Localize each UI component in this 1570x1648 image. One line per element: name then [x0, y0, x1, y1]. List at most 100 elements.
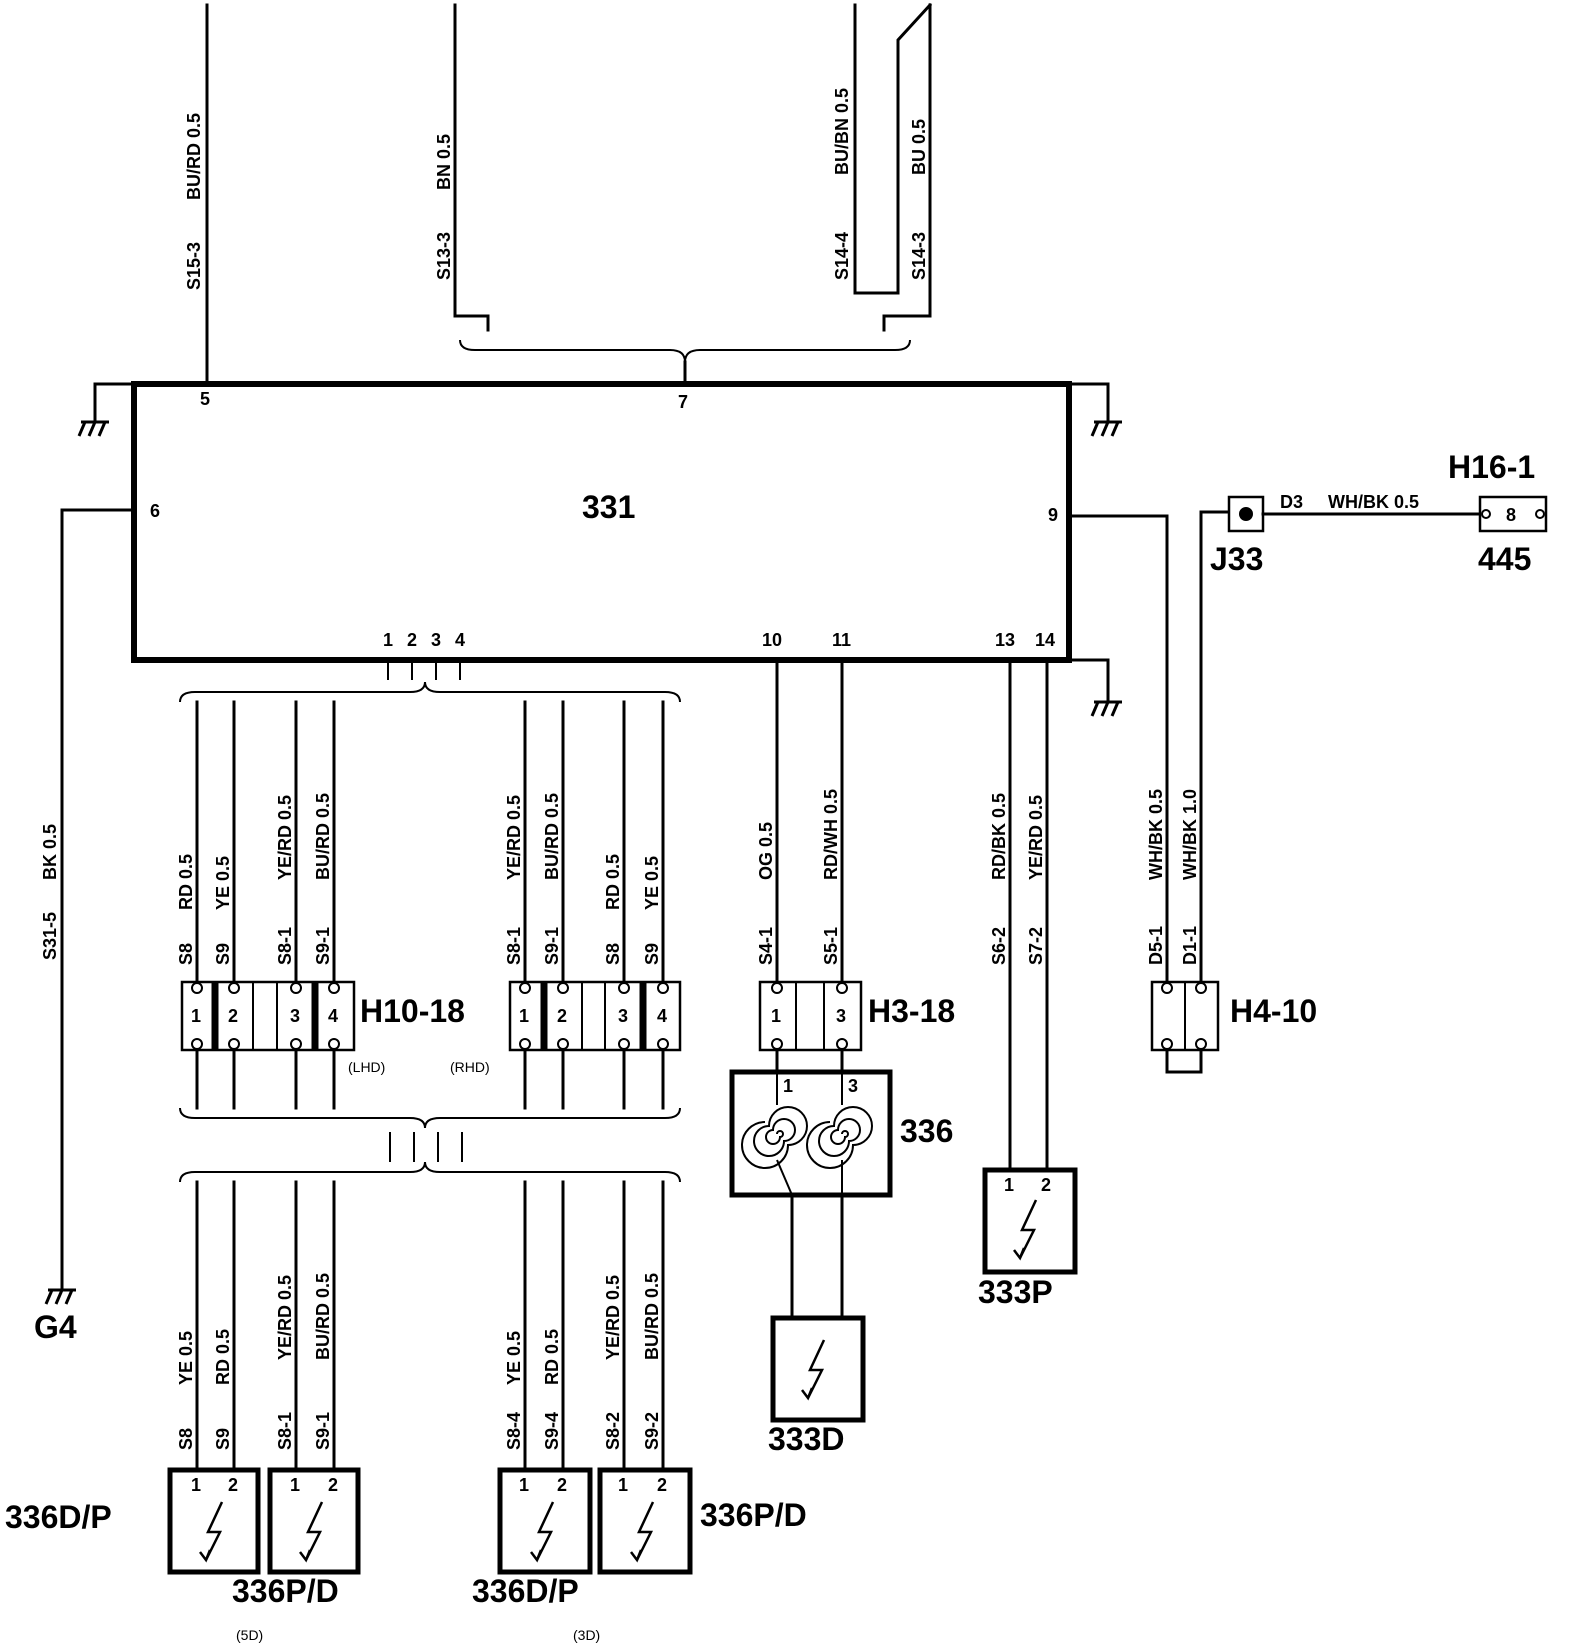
wire-label-s31-5-color: BK 0.5	[40, 824, 60, 880]
pin-dot	[1535, 509, 1545, 519]
wire-label-s13-3-pos: S13-3	[434, 232, 454, 280]
wire-label-3d-2-pos: S8-2	[603, 1412, 623, 1450]
wire-s13-3	[453, 3, 490, 332]
wire-label-d1-1-pos: D1-1	[1180, 926, 1200, 965]
wire-label-s14-3-color: BU 0.5	[909, 119, 929, 175]
ground-icon	[44, 1288, 78, 1306]
pin-dot	[1161, 1038, 1173, 1050]
wire-label-5d-3-color: BU/RD 0.5	[313, 1273, 333, 1360]
wire-label-5d-1-color: RD 0.5	[213, 1329, 233, 1385]
wire-label-lhd-0-color: RD 0.5	[176, 854, 196, 910]
wire-label-s7-2-pos: S7-2	[1026, 927, 1046, 965]
wire-label-rhd-0-color: YE/RD 0.5	[504, 795, 524, 880]
c333p-pin-1: 1	[1004, 1175, 1014, 1195]
pin-3d-4: 2	[657, 1475, 667, 1495]
c336-pin-1: 1	[783, 1076, 793, 1096]
wire-label-lhd-3-color: BU/RD 0.5	[313, 793, 333, 880]
ecu-pin-4: 4	[455, 630, 465, 650]
pin-dot	[1161, 982, 1173, 994]
h3-pin-3: 3	[836, 1006, 846, 1026]
wire-label-s15-3-pos: S15-3	[184, 242, 204, 290]
wire-label-s13-3-color: BN 0.5	[434, 134, 454, 190]
connector-h10-18-lhd	[180, 980, 356, 1052]
wire-label-s4-1-pos: S4-1	[756, 927, 776, 965]
h10-lhd-pin-4: 4	[328, 1006, 338, 1026]
wire-label-5d-1-pos: S9	[213, 1428, 233, 1450]
connector-label-h4-10: H4-10	[1230, 993, 1317, 1029]
connector-label-h10-18: H10-18	[360, 993, 465, 1029]
wire-label-5d-0-pos: S8	[176, 1428, 196, 1450]
pin-dot	[1481, 509, 1491, 519]
ecu-pin-2: 2	[407, 630, 417, 650]
component-label-333p: 333P	[978, 1274, 1053, 1310]
wire-label-3d-3-pos: S9-2	[642, 1412, 662, 1450]
wire-label-rhd-3-color: YE 0.5	[642, 856, 662, 910]
pin-dot	[1195, 1038, 1207, 1050]
pins-rhd	[519, 982, 669, 1050]
component-label-336dp-5d: 336D/P	[5, 1499, 112, 1535]
wire-label-rhd-1-color: BU/RD 0.5	[542, 793, 562, 880]
ecu-331-box	[131, 381, 1072, 663]
wire-label-5d-3-pos: S9-1	[313, 1412, 333, 1450]
wire-label-s5-1-color: RD/WH 0.5	[821, 789, 841, 880]
wire-h4-bridge	[1165, 1048, 1203, 1074]
component-333p	[982, 1167, 1078, 1275]
note-rhd: (RHD)	[450, 1059, 490, 1075]
wire-label-s6-2-color: RD/BK 0.5	[989, 793, 1009, 880]
wire-label-rhd-1-pos: S9-1	[542, 927, 562, 965]
ground-icon	[1090, 420, 1124, 438]
wire-label-s14-3-pos: S14-3	[909, 232, 929, 280]
h10-rhd-pin-3: 3	[618, 1006, 628, 1026]
ecu-pin-11: 11	[832, 630, 851, 650]
h10-rhd-pin-4: 4	[657, 1006, 667, 1026]
ecu-pin-1: 1	[383, 630, 393, 650]
brace-middle-top	[179, 1107, 681, 1129]
connector-label-h16-1: H16-1	[1448, 449, 1535, 485]
wire-label-rhd-2-color: RD 0.5	[603, 854, 623, 910]
wire-label-lhd-2-pos: S8-1	[275, 927, 295, 965]
c336-pin-3: 3	[848, 1076, 858, 1096]
component-label-336pd-3d: 336P/D	[700, 1497, 807, 1533]
ground-icon	[77, 420, 111, 438]
component-label-336dp-3d: 336D/P	[472, 1573, 579, 1609]
wire-s14-loop	[853, 2, 933, 295]
component-336pd-3d	[597, 1467, 693, 1575]
wire-label-s4-1-color: OG 0.5	[756, 822, 776, 880]
wire-label-d5-1-pos: D5-1	[1146, 926, 1166, 965]
wire-label-rhd-3-pos: S9	[642, 943, 662, 965]
wire-label-s7-2-color: YE/RD 0.5	[1026, 795, 1046, 880]
brace-pin7	[459, 339, 911, 363]
wire-label-3d-3-color: BU/RD 0.5	[642, 1273, 662, 1360]
splice-dot	[1239, 507, 1253, 521]
wire-label-3d-0-pos: S8-4	[504, 1412, 524, 1450]
pin-5d-3: 1	[290, 1475, 300, 1495]
wire-label-rhd-0-pos: S8-1	[504, 927, 524, 965]
ground-icon	[1090, 700, 1124, 718]
wire-label-lhd-0-pos: S8	[176, 943, 196, 965]
note-5d: (5D)	[236, 1627, 263, 1643]
ecu-pin-10: 10	[762, 630, 782, 650]
h10-lhd-pin-2: 2	[228, 1006, 238, 1026]
ecu-label: 331	[582, 489, 635, 525]
wire-s31-5	[60, 508, 136, 1292]
component-336dp-3d	[497, 1467, 593, 1575]
pin-5d-4: 2	[328, 1475, 338, 1495]
wire-label-lhd-1-pos: S9	[213, 943, 233, 965]
wire-label-3d-0-color: YE 0.5	[504, 1331, 524, 1385]
connector-h10-18-rhd	[508, 980, 682, 1052]
wire-label-3d-1-color: RD 0.5	[542, 1329, 562, 1385]
heater-coil-icon	[741, 1072, 873, 1196]
h3-pin-1: 1	[771, 1006, 781, 1026]
wire-label-lhd-2-color: YE/RD 0.5	[275, 795, 295, 880]
component-label-445: 445	[1478, 541, 1531, 577]
pin-3d-1: 1	[519, 1475, 529, 1495]
connector-h16-1-pin: 8	[1506, 505, 1516, 525]
c333p-pin-2: 2	[1041, 1175, 1051, 1195]
wire-ground-br	[1067, 658, 1110, 702]
ecu-pin-13: 13	[995, 630, 1015, 650]
component-333d	[770, 1315, 866, 1423]
wire-label-d3-color: WH/BK 0.5	[1328, 492, 1419, 512]
wire-label-d3-pos: D3	[1280, 492, 1303, 512]
wire-d5-1	[1067, 514, 1169, 984]
